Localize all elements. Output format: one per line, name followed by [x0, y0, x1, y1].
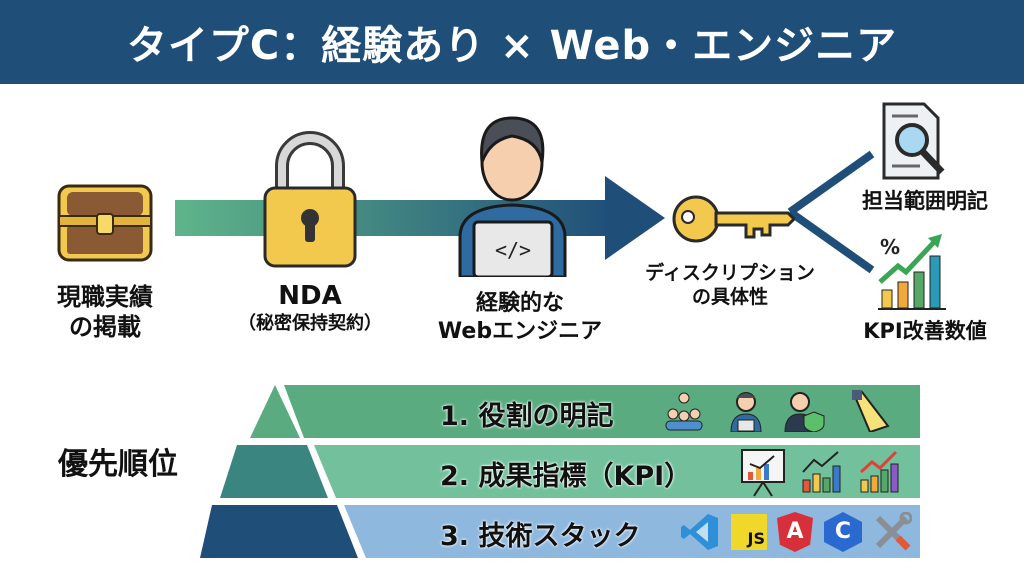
- javascript-icon: JS: [731, 514, 767, 550]
- presentation-chart-icon: [741, 449, 785, 497]
- bar-growth-icon: [802, 451, 841, 493]
- key-icon: [672, 195, 795, 243]
- branch-line-bottom: [787, 208, 875, 274]
- title-banner: タイプC：経験あり × Web・エンジニア: [0, 0, 1024, 84]
- tier-1-label: 1. 役割の明記: [440, 401, 614, 432]
- angular-icon: A: [777, 512, 813, 552]
- cpp-icon: C: [824, 512, 862, 552]
- tier-1-triangle: [250, 385, 300, 438]
- tier-2-triangle: [220, 445, 328, 498]
- priority-title: 優先順位: [58, 447, 178, 482]
- svg-text:%: %: [880, 235, 900, 259]
- tier-3-band: [344, 505, 920, 558]
- vscode-icon: [681, 514, 718, 550]
- svg-text:</>: </>: [495, 238, 531, 262]
- security-person-icon: [784, 392, 825, 432]
- team-icon: [665, 392, 703, 431]
- padlock-icon: [263, 131, 357, 268]
- developer-icon: [730, 392, 762, 432]
- tier-2-label: 2. 成果指標（KPI）: [440, 461, 692, 492]
- arrow-head: [605, 176, 665, 260]
- treasure-chest-icon: [57, 184, 153, 262]
- document-magnifier-icon: [882, 102, 945, 180]
- tier-1-band: [284, 385, 920, 438]
- step-1-label: 現職実績の掲載: [57, 283, 153, 341]
- page-title: タイプC：経験あり × Web・エンジニア: [126, 23, 898, 69]
- growth-chart-icon: %: [878, 234, 946, 310]
- spotlight-icon: [852, 390, 890, 432]
- step-2-label: NDA（秘密保持契約）: [238, 281, 382, 334]
- branch-line-top: [787, 150, 875, 216]
- branch-label-scope: 担当範囲明記: [862, 189, 988, 213]
- bar-growth-red-icon: [859, 450, 899, 493]
- tools-icon: [875, 512, 912, 551]
- engineer-laptop-icon: </>: [458, 116, 567, 277]
- step-4-label: ディスクリプションの具体性: [645, 262, 815, 308]
- tier-3-triangle: [200, 505, 358, 558]
- tier-3-label: 3. 技術スタック: [440, 521, 641, 552]
- branch-label-kpi: KPI改善数値: [863, 319, 987, 343]
